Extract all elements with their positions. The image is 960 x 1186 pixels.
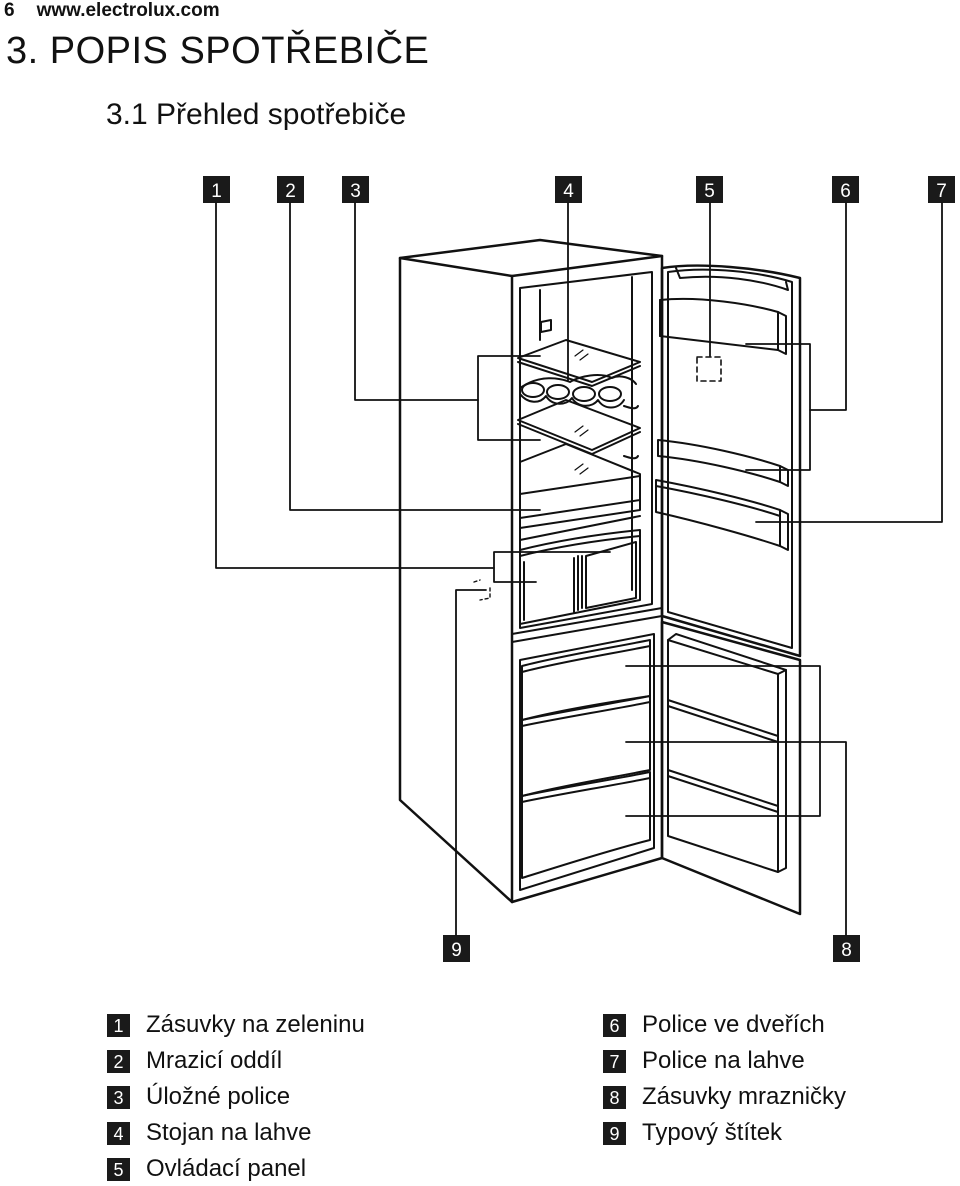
callout-box-7: 7 — [928, 176, 955, 203]
legend-number-box: 2 — [107, 1049, 130, 1073]
callout-box-8: 8 — [833, 935, 860, 962]
legend-number-box: 4 — [107, 1121, 130, 1145]
legend-item: 9 Typový štítek — [603, 1118, 782, 1148]
callout-3-label: 3 — [350, 181, 361, 202]
subsection-title: 3.1 Přehled spotřebiče — [106, 98, 407, 131]
appliance-diagram: 1 2 3 4 5 6 7 9 8 — [203, 176, 955, 962]
callout-box-3: 3 — [342, 176, 369, 203]
callout-1-label: 1 — [211, 181, 222, 202]
legend-number-box: 8 — [603, 1085, 626, 1109]
fridge-door — [655, 264, 802, 658]
legend-label: Police na lahve — [642, 1047, 805, 1074]
freezer-drawers — [521, 639, 651, 879]
callout-8-label: 8 — [841, 940, 852, 961]
bottle-rack — [519, 374, 639, 460]
legend-label: Úložné police — [146, 1083, 291, 1110]
leader-lines — [215, 202, 943, 936]
callout-box-5: 5 — [696, 176, 723, 203]
legend-number-box: 3 — [107, 1085, 130, 1109]
callout-6-label: 6 — [840, 181, 851, 202]
legend-item: 2 Mrazicí oddíl — [107, 1046, 282, 1076]
legend-label: Typový štítek — [642, 1119, 783, 1146]
legend-label: Police ve dveřích — [642, 1011, 825, 1038]
callout-2-label: 2 — [285, 181, 296, 202]
legend-item: 1 Zásuvky na zeleninu — [107, 1010, 365, 1040]
callout-4-label: 4 — [563, 181, 574, 202]
callout-7-label: 7 — [936, 181, 947, 202]
legend-item: 5 Ovládací panel — [107, 1154, 306, 1184]
callout-5-label: 5 — [704, 181, 715, 202]
section-title: 3. POPIS SPOTŘEBIČE — [6, 30, 430, 72]
freezer-door — [660, 620, 802, 916]
legend-item: 7 Police na lahve — [603, 1046, 805, 1076]
callout-9-label: 9 — [451, 940, 462, 961]
legend-label: Mrazicí oddíl — [146, 1047, 283, 1074]
legend-item: 3 Úložné police — [107, 1082, 290, 1112]
rating-plate — [473, 579, 491, 601]
legend-number-box: 9 — [603, 1121, 626, 1145]
legend-item: 4 Stojan na lahve — [107, 1118, 311, 1148]
callout-box-6: 6 — [832, 176, 859, 203]
freezer-compartment — [519, 443, 641, 541]
legend-label: Zásuvky na zeleninu — [146, 1011, 365, 1038]
callout-box-4: 4 — [555, 176, 582, 203]
vegetable-drawers — [519, 529, 641, 625]
legend-number-box: 6 — [603, 1013, 626, 1037]
page-header: 6 www.electrolux.com — [4, 0, 220, 22]
page-number: 6 — [4, 0, 15, 21]
callout-box-9: 9 — [443, 935, 470, 962]
site-url[interactable]: www.electrolux.com — [36, 0, 220, 21]
legend-label: Stojan na lahve — [146, 1119, 312, 1146]
legend-number-box: 1 — [107, 1013, 130, 1037]
callout-box-1: 1 — [203, 176, 230, 203]
callout-box-2: 2 — [277, 176, 304, 203]
legend-item: 8 Zásuvky mrazničky — [603, 1082, 846, 1112]
legend-number-box: 5 — [107, 1157, 130, 1181]
legend-label: Zásuvky mrazničky — [642, 1083, 847, 1110]
legend-label: Ovládací panel — [146, 1155, 307, 1182]
fridge-shelves — [517, 339, 641, 475]
legend-number-box: 7 — [603, 1049, 626, 1073]
cabinet — [398, 238, 664, 904]
legend-item: 6 Police ve dveřích — [603, 1010, 825, 1040]
